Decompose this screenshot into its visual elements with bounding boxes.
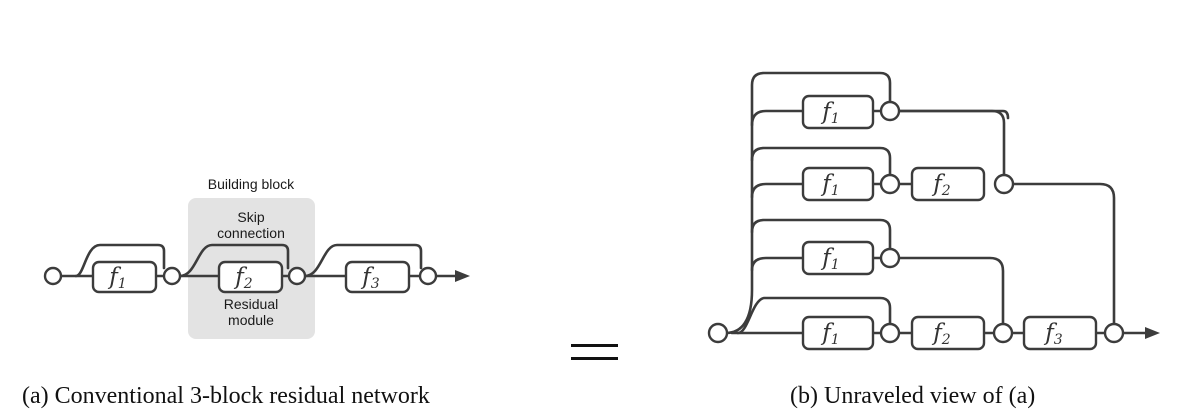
panel-b-input-trunk	[724, 71, 892, 335]
panel-b-row4-sum-node-2	[992, 322, 1014, 344]
panel-b-branch-6	[736, 296, 892, 335]
skip-connection-2	[178, 243, 290, 278]
panel-b-row2-module-f2: f2	[910, 166, 986, 202]
panel-b-branch-5	[750, 256, 805, 272]
module-subscript: 2	[941, 183, 951, 199]
panel-a-caption: (a) Conventional 3-block residual networ…	[22, 383, 430, 409]
module-subscript: 2	[941, 332, 951, 348]
panel-b-row1-sum-node	[879, 100, 901, 122]
panel-b: f1 f1 f2 f1 f1 f2 f3	[707, 71, 1160, 409]
module-subscript: 1	[831, 111, 840, 127]
svg-text:f1: f1	[820, 245, 839, 273]
module-subscript: 3	[1054, 332, 1063, 348]
equals-sign	[571, 344, 618, 360]
module-f-letter: f	[931, 320, 945, 346]
module-f-letter: f	[107, 264, 121, 290]
module-f-letter: f	[931, 171, 945, 197]
panel-b-row2-module-f1: f1	[801, 166, 875, 202]
residual-module-label-line2: module	[228, 312, 274, 328]
panel-b-caption: (b) Unraveled view of (a)	[790, 383, 1035, 409]
panel-b-branch-3	[750, 182, 805, 199]
panel-b-row4-module-f1: f1	[801, 315, 875, 351]
panel-a-sum-node-2	[287, 266, 307, 286]
module-f-letter: f	[360, 264, 374, 290]
module-subscript: 1	[831, 257, 840, 273]
svg-text:f2: f2	[931, 171, 951, 199]
module-subscript: 3	[371, 276, 380, 292]
panel-b-row4-module-f2: f2	[910, 315, 986, 351]
row2-out	[1010, 182, 1116, 327]
svg-text:f3: f3	[360, 264, 380, 292]
skip-connection-label-line1: Skip	[237, 209, 264, 225]
panel-a-module-f1: f1	[91, 260, 158, 294]
panel-b-output-sum-node	[1103, 322, 1125, 344]
panel-b-output-arrowhead	[1145, 327, 1160, 339]
panel-a-module-f2: f2	[217, 260, 284, 294]
module-subscript: 1	[831, 332, 840, 348]
panel-a-sum-node-3	[418, 266, 438, 286]
module-f-letter: f	[1043, 320, 1057, 346]
panel-a: Building block Skip connection Residual …	[22, 176, 470, 409]
svg-text:f2: f2	[931, 320, 951, 348]
panel-b-row1-module-f1: f1	[801, 94, 875, 130]
module-f-letter: f	[820, 99, 834, 125]
panel-b-row2-sum-node-2	[993, 173, 1015, 195]
module-subscript: 1	[118, 276, 127, 292]
svg-text:f1: f1	[820, 171, 839, 199]
skip-connection-1	[74, 243, 166, 278]
module-f-letter: f	[820, 245, 834, 271]
panel-b-branch-4	[750, 218, 892, 252]
panel-b-branch-2	[750, 146, 892, 178]
row3-line	[871, 256, 1005, 327]
svg-text:f1: f1	[820, 320, 839, 348]
panel-b-row3-module-f1: f1	[801, 240, 875, 276]
module-subscript: 1	[831, 183, 840, 199]
panel-b-branch-1	[750, 109, 805, 127]
row1-line	[871, 109, 1010, 120]
panel-b-row3-sum-node	[879, 247, 901, 269]
module-subscript: 2	[243, 276, 253, 292]
skip-connection-3	[303, 243, 423, 278]
panel-b-row2-sum-node-1	[879, 173, 901, 195]
svg-text:f1: f1	[820, 99, 839, 127]
module-f-letter: f	[820, 320, 834, 346]
module-f-letter: f	[820, 171, 834, 197]
building-block-label: Building block	[208, 176, 295, 192]
svg-text:f1: f1	[107, 264, 126, 292]
panel-a-input-node	[43, 266, 63, 286]
panel-b-row4-sum-node-1	[879, 322, 901, 344]
panel-b-input-node	[707, 322, 729, 344]
panel-a-sum-node-1	[162, 266, 182, 286]
row1-to-sum	[896, 109, 1006, 178]
residual-module-label-line1: Residual	[224, 296, 278, 312]
skip-connection-label-line2: connection	[217, 225, 285, 241]
panel-a-output-arrowhead	[455, 270, 470, 282]
panel-b-row4-module-f3: f3	[1022, 315, 1098, 351]
svg-text:f2: f2	[233, 264, 253, 292]
module-f-letter: f	[233, 264, 247, 290]
panel-a-module-f3: f3	[344, 260, 411, 294]
svg-text:f3: f3	[1043, 320, 1063, 348]
